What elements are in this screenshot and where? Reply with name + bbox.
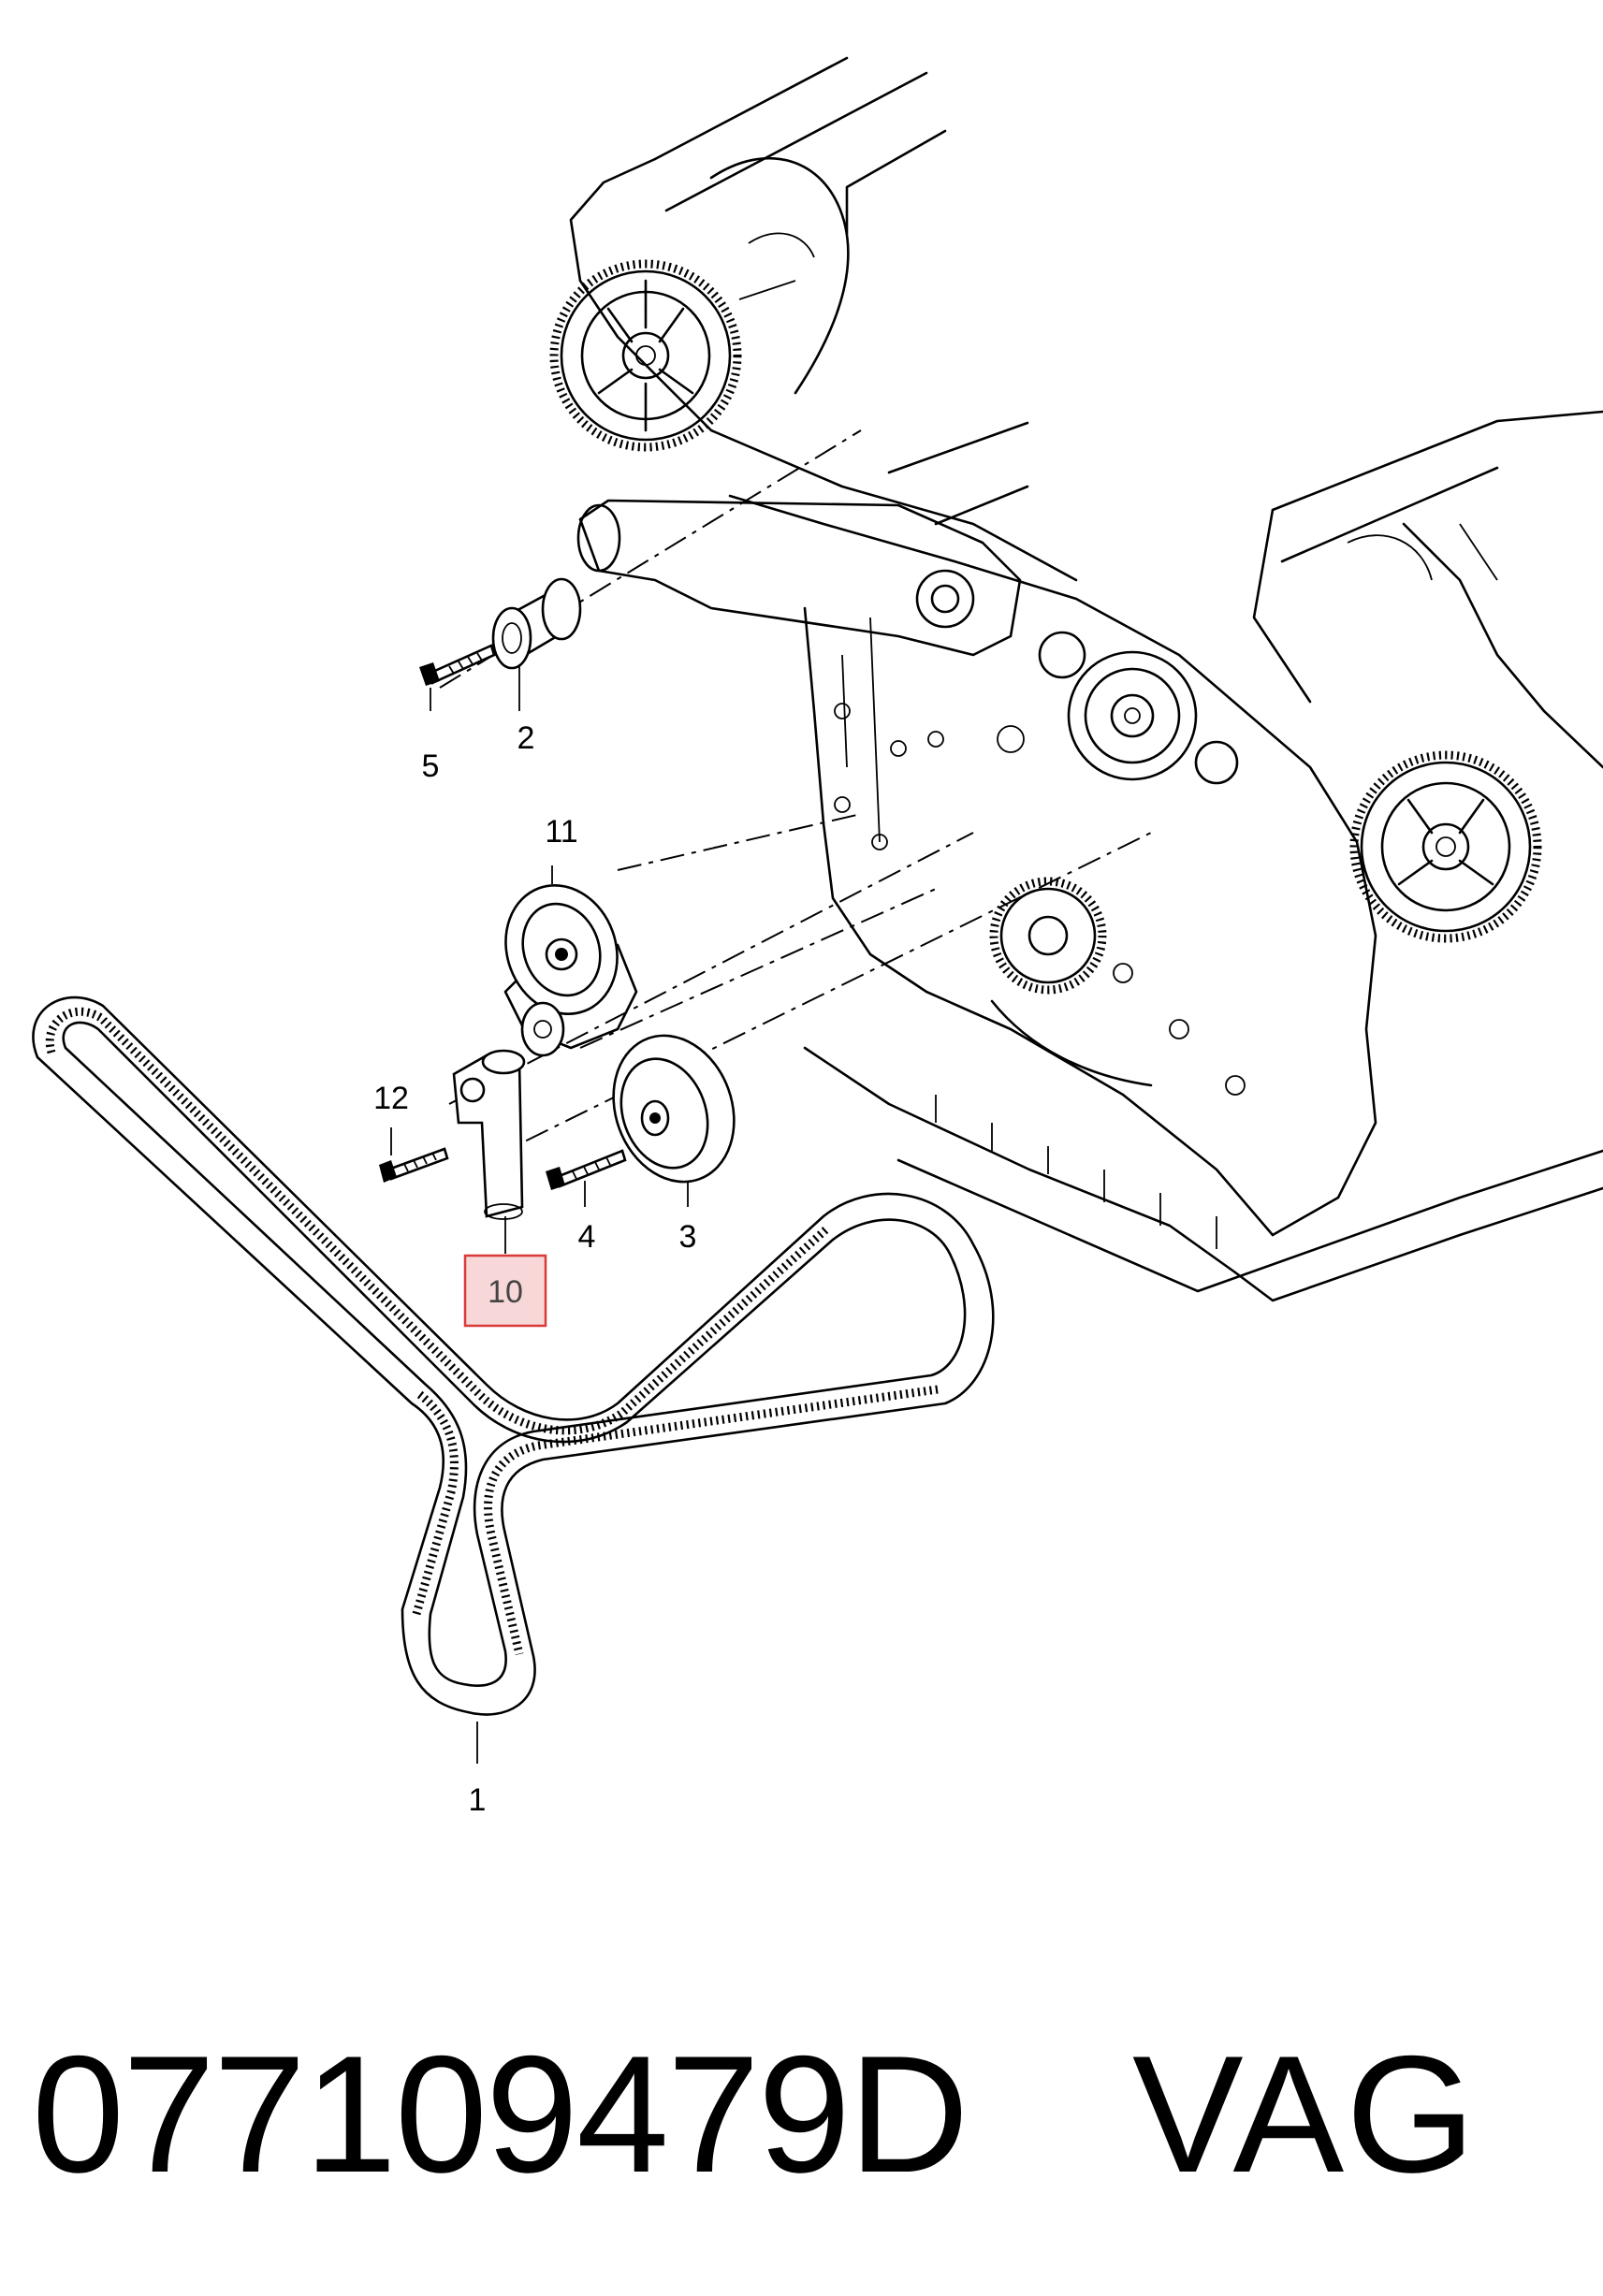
callout-11[interactable]: 11 xyxy=(545,814,577,850)
leader-lines xyxy=(390,664,689,1764)
callout-1[interactable]: 1 xyxy=(469,1782,487,1818)
callout-5[interactable]: 5 xyxy=(422,748,440,784)
assembly-axes xyxy=(439,429,1152,1161)
callout-2[interactable]: 2 xyxy=(517,720,535,756)
camshaft-sprocket-right xyxy=(1349,750,1542,943)
callout-10-highlight[interactable] xyxy=(463,1254,547,1328)
camshaft-sprocket-left xyxy=(549,259,742,452)
callouts: 1 2 3 4 5 10 11 12 xyxy=(373,720,696,1818)
callout-12[interactable]: 12 xyxy=(373,1081,409,1116)
idler-bracket-upper xyxy=(576,499,1022,657)
part-12-bolt xyxy=(379,1147,449,1183)
water-pump xyxy=(1038,631,1239,785)
part-11-idler-roller xyxy=(503,883,638,1057)
callout-4[interactable]: 4 xyxy=(578,1219,596,1255)
part-4-bolt xyxy=(546,1149,627,1190)
part-1-timing-belt xyxy=(32,995,995,1716)
part-number: 077109479D xyxy=(32,2021,969,2207)
part-5-bolt xyxy=(419,644,496,686)
brand-name: VAG xyxy=(1132,2021,1478,2207)
engine-block xyxy=(569,56,1603,1302)
part-3-idler-pulley xyxy=(612,1034,736,1184)
exploded-parts-diagram: 1 2 3 4 5 10 11 12 xyxy=(32,56,1603,1818)
crankshaft-sprocket xyxy=(989,877,1153,1087)
part-2-sleeve xyxy=(491,577,582,670)
part-info-footer: 077109479D VAG xyxy=(0,2002,1603,2227)
callout-10[interactable]: 10 xyxy=(488,1274,523,1310)
callout-3[interactable]: 3 xyxy=(679,1219,697,1255)
part-10-tensioner xyxy=(452,1049,526,1220)
